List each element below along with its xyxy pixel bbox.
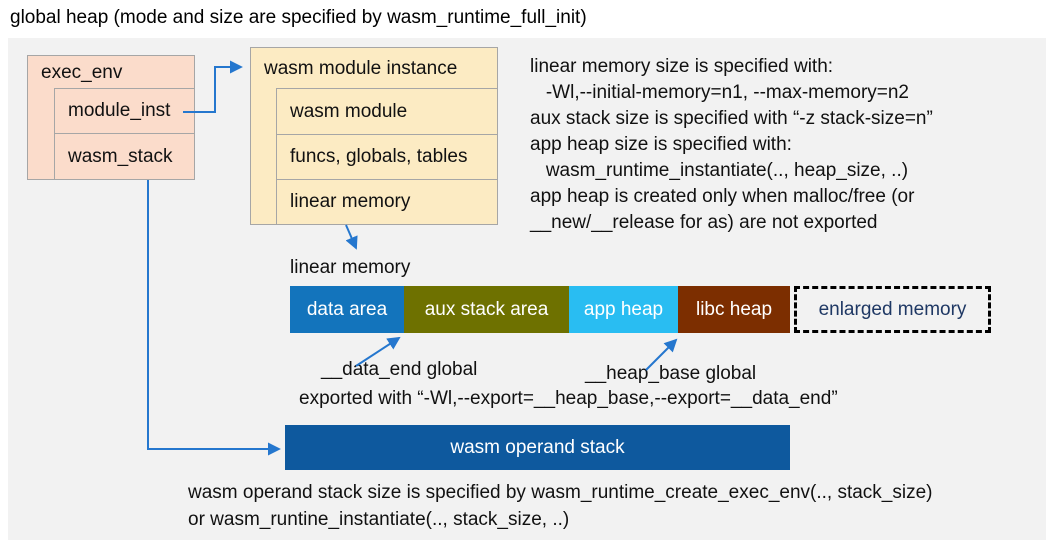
segment-aux-stack-area: aux stack area <box>404 286 569 333</box>
data-end-global-label: __data_end global <box>321 359 478 380</box>
note-line: or wasm_runtine_instantiate(.., stack_si… <box>188 509 570 530</box>
operand-stack-notes: wasm operand stack size is specified by … <box>188 479 933 533</box>
exec-env-field-wasm-stack: wasm_stack <box>54 133 195 180</box>
linear-memory-notes: linear memory size is specified with: -W… <box>530 54 933 236</box>
note-line: wasm operand stack size is specified by … <box>188 482 933 503</box>
export-flags-note: exported with “-Wl,--export=__heap_base,… <box>299 388 838 409</box>
note-line: linear memory size is specified with: <box>530 56 834 77</box>
exec-env-header: exec_env <box>41 61 123 83</box>
note-line: app heap size is specified with: <box>530 134 792 155</box>
module-instance-field-funcs-globals-tables: funcs, globals, tables <box>276 134 498 180</box>
exec-env-box: exec_env module_inst wasm_stack <box>27 55 195 180</box>
note-line: -Wl,--initial-memory=n1, --max-memory=n2 <box>530 82 909 103</box>
note-line: app heap is created only when malloc/fre… <box>530 186 915 207</box>
wasm-module-instance-box: wasm module instance wasm module funcs, … <box>250 47 498 225</box>
wasm-module-instance-header: wasm module instance <box>264 57 458 79</box>
diagram-title: global heap (mode and size are specified… <box>10 7 587 28</box>
linear-memory-label: linear memory <box>290 257 411 278</box>
exec-env-field-module-inst: module_inst <box>54 88 195 134</box>
segment-enlarged-memory: enlarged memory <box>794 286 991 333</box>
note-line: __new/__release for as) are not exported <box>530 212 878 233</box>
segment-data-area: data area <box>290 286 404 333</box>
note-line: aux stack size is specified with “-z sta… <box>530 108 933 129</box>
linear-memory-bar: data area aux stack area app heap libc h… <box>290 286 991 333</box>
segment-libc-heap: libc heap <box>678 286 790 333</box>
module-instance-field-wasm-module: wasm module <box>276 88 498 135</box>
segment-app-heap: app heap <box>569 286 678 333</box>
wasm-operand-stack-bar: wasm operand stack <box>285 425 790 470</box>
note-line: wasm_runtime_instantiate(.., heap_size, … <box>530 160 909 181</box>
heap-base-global-label: __heap_base global <box>585 363 757 384</box>
module-instance-field-linear-memory: linear memory <box>276 179 498 225</box>
